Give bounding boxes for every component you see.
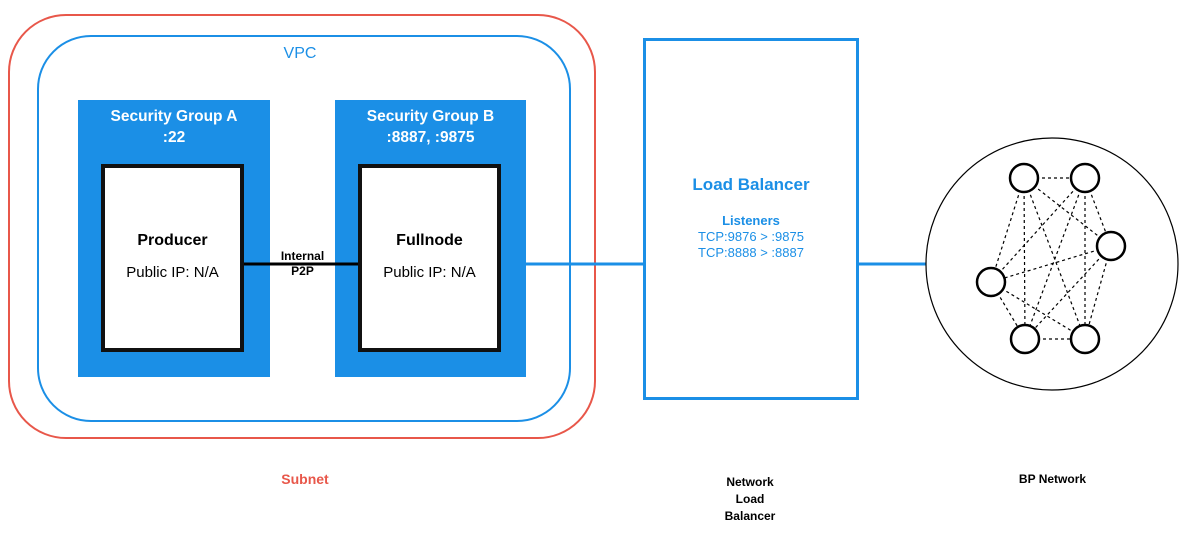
producer-public-ip: Public IP: N/A: [126, 264, 219, 281]
bp-node: [1069, 162, 1101, 194]
producer-title: Producer: [137, 232, 208, 249]
network-load-balancer-caption: Network Load Balancer: [700, 474, 800, 525]
security-group-b-ports: :8887, :9875: [386, 129, 475, 146]
subnet-label: Subnet: [281, 471, 329, 487]
listeners-heading: Listeners: [722, 213, 780, 228]
vpc-label: VPC: [283, 45, 317, 62]
fullnode-public-ip: Public IP: N/A: [383, 264, 476, 281]
bp-node: [1095, 230, 1127, 262]
listener-rule: TCP:8888 > :8887: [698, 245, 804, 260]
vpc-container: [37, 35, 571, 422]
nlb-caption-line2: Load: [735, 492, 765, 506]
nlb-caption-line1: Network: [726, 475, 774, 489]
load-balancer-box: Load Balancer Listeners TCP:9876 > :9875…: [643, 38, 859, 400]
p2p-label-line1: Internal: [280, 249, 325, 263]
bp-mesh-nodes: [975, 162, 1127, 355]
fullnode-node: Fullnode Public IP: N/A: [358, 164, 501, 352]
listener-rule: TCP:9876 > :9875: [698, 229, 804, 244]
producer-node: Producer Public IP: N/A: [101, 164, 244, 352]
bp-node: [1009, 323, 1041, 355]
bp-node: [1069, 323, 1101, 355]
load-balancer-title: Load Balancer: [692, 175, 810, 194]
security-group-a-title: Security Group A: [110, 108, 238, 125]
security-group-b-title: Security Group B: [366, 108, 495, 125]
bp-network-label: BP Network: [1018, 472, 1087, 486]
nlb-caption-line3: Balancer: [724, 509, 776, 523]
subnet-container: [8, 14, 596, 439]
internal-p2p-label: Internal P2P: [270, 249, 335, 279]
fullnode-title: Fullnode: [396, 232, 463, 249]
bp-node: [1008, 162, 1040, 194]
bp-node: [975, 266, 1007, 298]
security-group-a-ports: :22: [162, 129, 186, 146]
p2p-label-line2: P2P: [291, 264, 314, 278]
